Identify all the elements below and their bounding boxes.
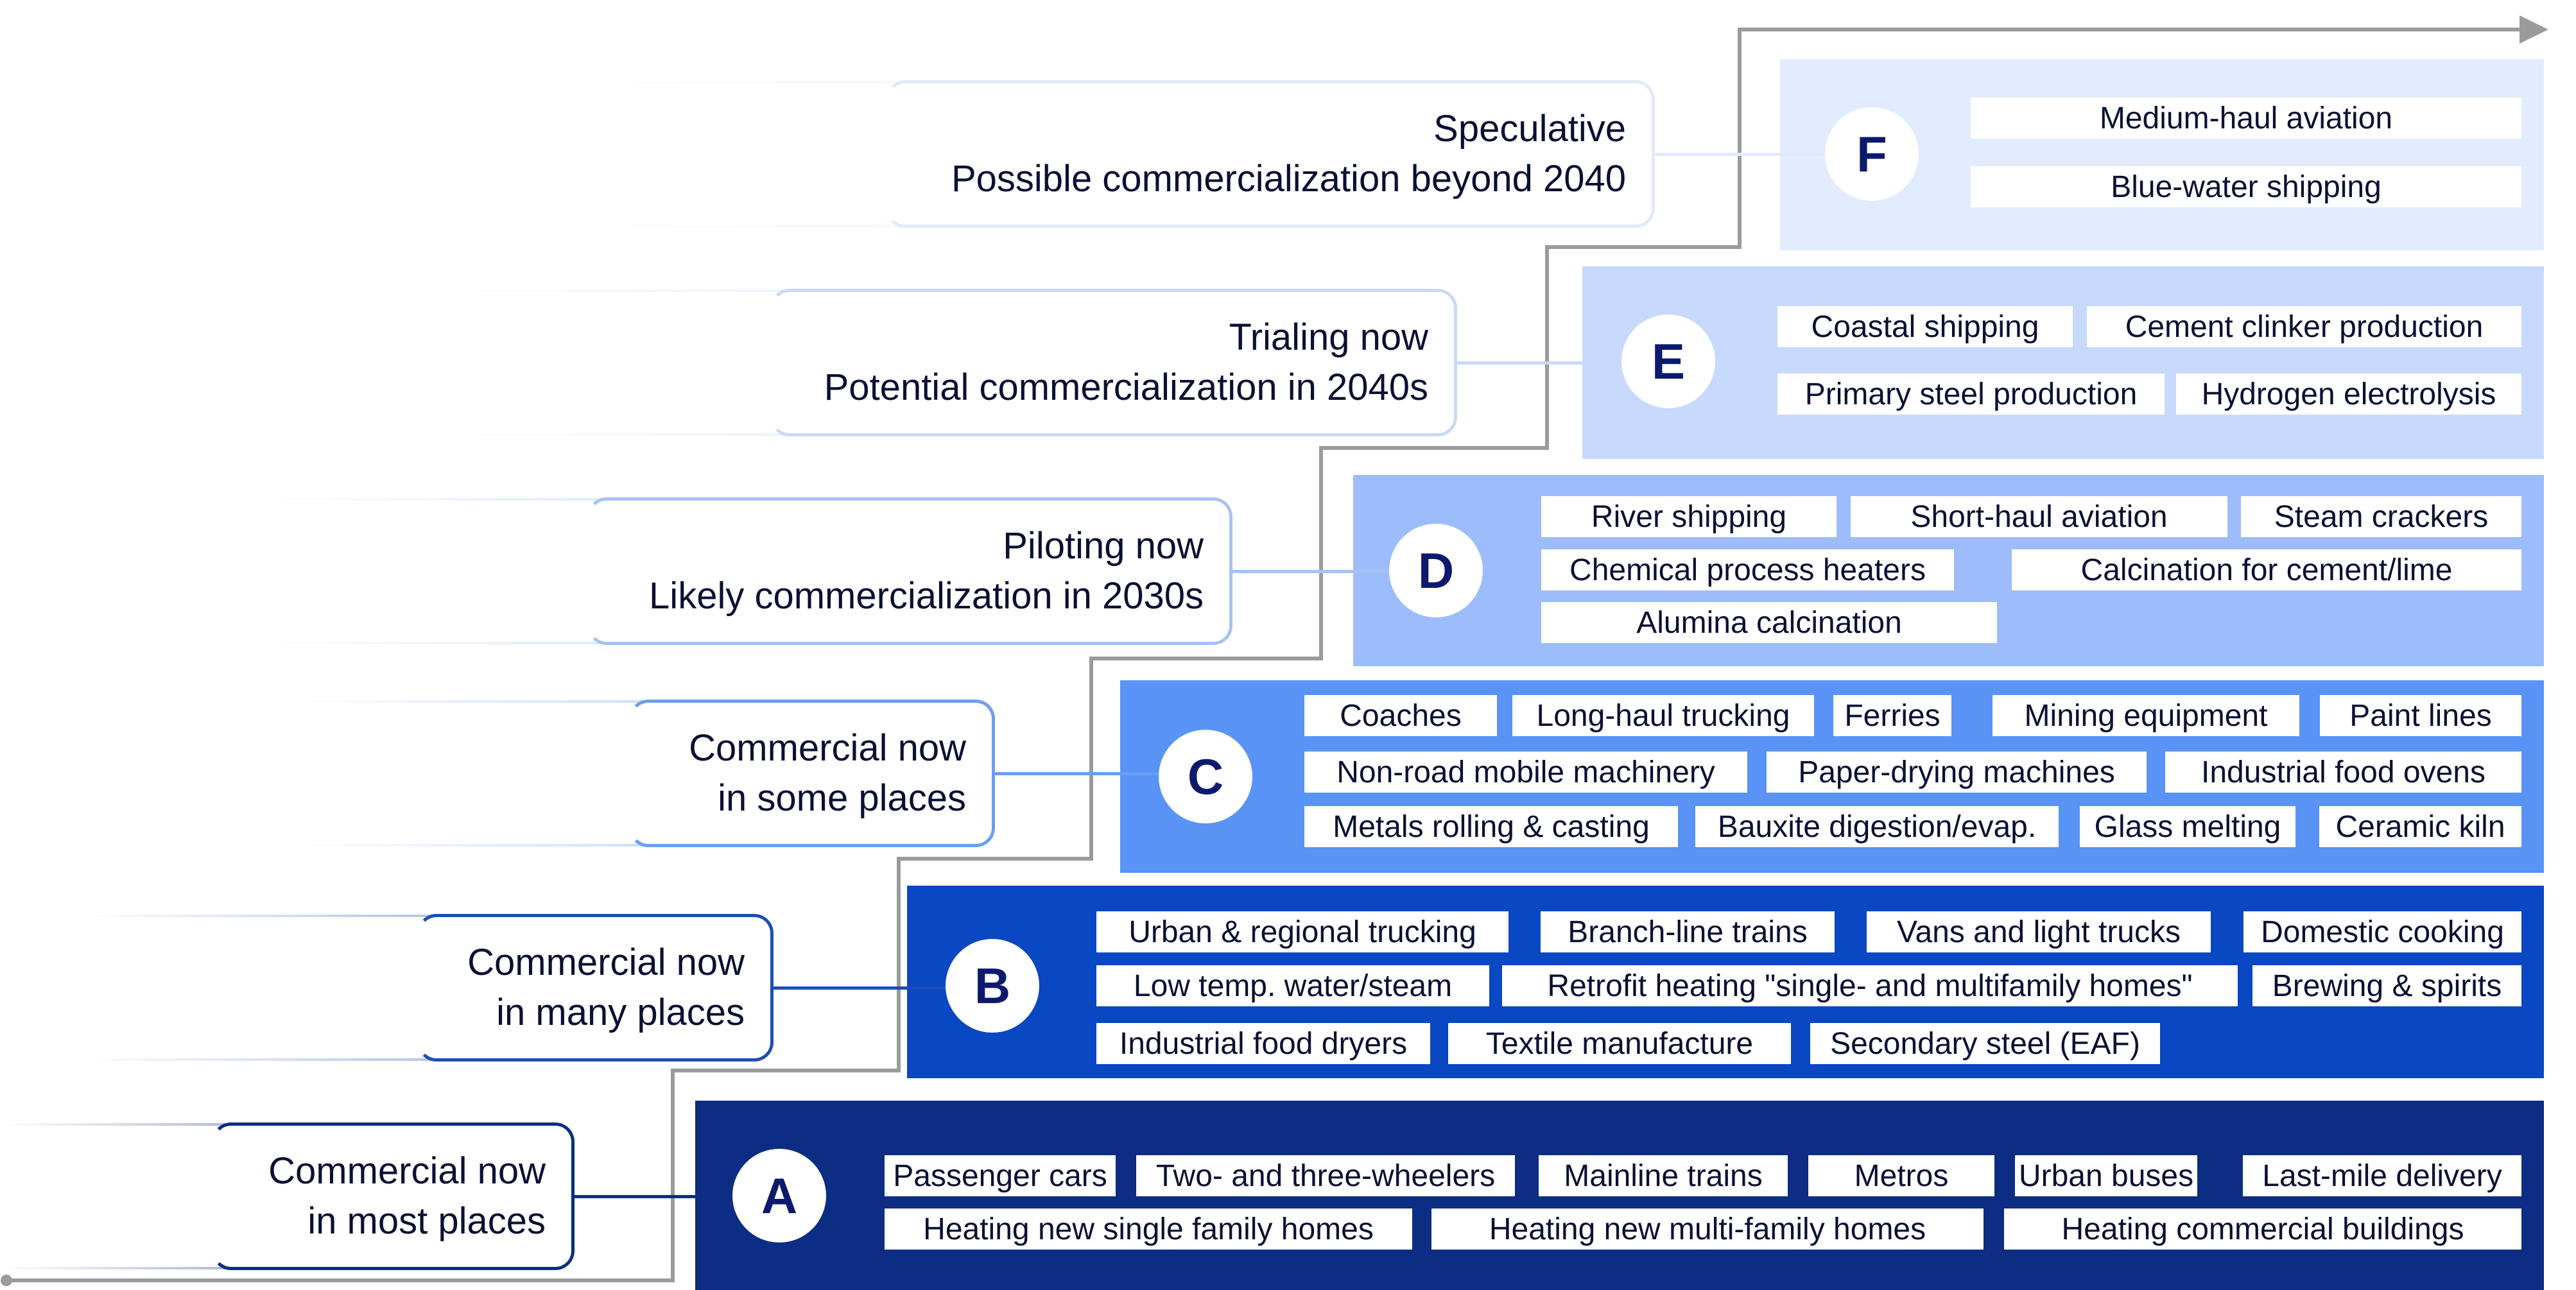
level-a-fade-bottom bbox=[0, 1267, 238, 1269]
technology-chip: Passenger cars bbox=[885, 1155, 1116, 1196]
callout-line: Trialing now bbox=[1229, 316, 1428, 359]
technology-chip: Metros bbox=[1808, 1155, 1994, 1196]
technology-chip: Retrofit heating "single- and multifamil… bbox=[1502, 965, 2238, 1006]
level-b-badge: B bbox=[946, 939, 1039, 1033]
level-e-connector bbox=[1457, 361, 1634, 365]
technology-chip: Metals rolling & casting bbox=[1304, 806, 1678, 847]
level-e-band bbox=[1582, 266, 2544, 459]
technology-chip: Last-mile delivery bbox=[2243, 1155, 2521, 1196]
level-a-connector bbox=[575, 1195, 745, 1198]
technology-chip: Primary steel production bbox=[1777, 374, 2165, 415]
technology-chip: Mining equipment bbox=[1993, 695, 2299, 736]
technology-chip: Glass melting bbox=[2080, 806, 2295, 847]
technology-chip: Paper-drying machines bbox=[1767, 752, 2147, 793]
level-a-fade-top bbox=[0, 1123, 238, 1126]
callout-line: Commercial now bbox=[467, 942, 745, 984]
level-b-connector bbox=[774, 986, 958, 990]
technology-chip: Two- and three-wheelers bbox=[1136, 1155, 1515, 1196]
technology-chip: Non-road mobile machinery bbox=[1304, 752, 1747, 793]
technology-chip: Textile manufacture bbox=[1448, 1023, 1791, 1064]
technology-chip: Chemical process heaters bbox=[1541, 549, 1954, 590]
technology-chip: Hydrogen electrolysis bbox=[2176, 374, 2521, 415]
level-d-badge: D bbox=[1389, 524, 1483, 617]
technology-chip: Ceramic kiln bbox=[2319, 806, 2521, 847]
technology-chip: Branch-line trains bbox=[1541, 911, 1835, 952]
technology-chip: Cement clinker production bbox=[2087, 306, 2521, 347]
technology-chip: Coastal shipping bbox=[1777, 306, 2073, 347]
technology-chip: Short-haul aviation bbox=[1851, 496, 2227, 537]
level-e-badge: E bbox=[1621, 314, 1715, 408]
callout-line: in many places bbox=[496, 992, 745, 1033]
technology-chip: Low temp. water/steam bbox=[1096, 965, 1489, 1006]
level-f-fade-bottom bbox=[552, 225, 912, 227]
technology-chip: Industrial food dryers bbox=[1096, 1023, 1430, 1064]
level-a-badge: A bbox=[732, 1149, 826, 1243]
level-b-fade-top bbox=[83, 915, 443, 917]
level-c-connector bbox=[995, 772, 1171, 775]
technology-chip: Bauxite digestion/evap. bbox=[1695, 806, 2059, 847]
technology-chip: Blue-water shipping bbox=[1971, 166, 2521, 207]
technology-chip: Vans and light trucks bbox=[1867, 911, 2211, 952]
callout-line: Commercial now bbox=[268, 1150, 546, 1192]
level-c-fade-bottom bbox=[295, 844, 655, 847]
technology-chip: Domestic cooking bbox=[2243, 911, 2521, 952]
level-b-fade-bottom bbox=[83, 1058, 443, 1061]
technology-chip: Heating new multi-family homes bbox=[1431, 1208, 1984, 1250]
level-d-fade-top bbox=[254, 498, 613, 501]
technology-chip: Urban & regional trucking bbox=[1096, 911, 1508, 952]
callout-line: Likely commercialization in 2030s bbox=[649, 575, 1204, 617]
technology-chip: Calcination for cement/lime bbox=[2012, 549, 2521, 590]
level-f-fade-top bbox=[552, 81, 912, 83]
technology-chip: Mainline trains bbox=[1539, 1155, 1788, 1196]
technology-chip: Heating commercial buildings bbox=[2004, 1208, 2521, 1250]
level-f-badge: F bbox=[1825, 107, 1919, 201]
technology-chip: Paint lines bbox=[2320, 695, 2521, 736]
technology-chip: Alumina calcination bbox=[1541, 602, 1997, 643]
technology-chip: Medium-haul aviation bbox=[1971, 98, 2521, 139]
technology-chip: Ferries bbox=[1833, 695, 1951, 736]
technology-chip: River shipping bbox=[1541, 496, 1837, 537]
callout-line: Potential commercialization in 2040s bbox=[824, 366, 1428, 408]
level-c-fade-top bbox=[295, 700, 655, 703]
callout-line: Piloting now bbox=[1003, 525, 1204, 567]
staircase-start-dot bbox=[1, 1275, 12, 1286]
level-c-callout: Commercial now in some places bbox=[629, 700, 995, 847]
level-a-callout: Commercial now in most places bbox=[212, 1122, 575, 1270]
level-b-callout: Commercial now in many places bbox=[417, 914, 774, 1062]
callout-line: in some places bbox=[718, 777, 966, 819]
technology-chip: Industrial food ovens bbox=[2165, 752, 2521, 793]
level-c-badge: C bbox=[1159, 730, 1252, 823]
technology-chip: Heating new single family homes bbox=[885, 1208, 1412, 1250]
level-d-connector bbox=[1232, 570, 1402, 573]
technology-chip: Secondary steel (EAF) bbox=[1810, 1023, 2160, 1064]
staircase-arrowhead bbox=[2520, 15, 2548, 44]
level-e-fade-top bbox=[437, 289, 796, 292]
callout-line: Commercial now bbox=[689, 727, 966, 770]
level-f-connector bbox=[1655, 153, 1838, 156]
callout-line: Possible commercialization beyond 2040 bbox=[951, 158, 1626, 200]
technology-chip: Urban buses bbox=[2015, 1155, 2197, 1196]
callout-line: in most places bbox=[307, 1200, 546, 1242]
technology-chip: Long-haul trucking bbox=[1512, 695, 1814, 736]
technology-chip: Brewing & spirits bbox=[2252, 965, 2521, 1006]
callout-line: Speculative bbox=[1433, 108, 1626, 150]
technology-chip: Steam crackers bbox=[2241, 496, 2521, 537]
technology-chip: Coaches bbox=[1304, 695, 1497, 736]
level-e-fade-bottom bbox=[437, 433, 796, 436]
level-d-fade-bottom bbox=[254, 642, 613, 644]
